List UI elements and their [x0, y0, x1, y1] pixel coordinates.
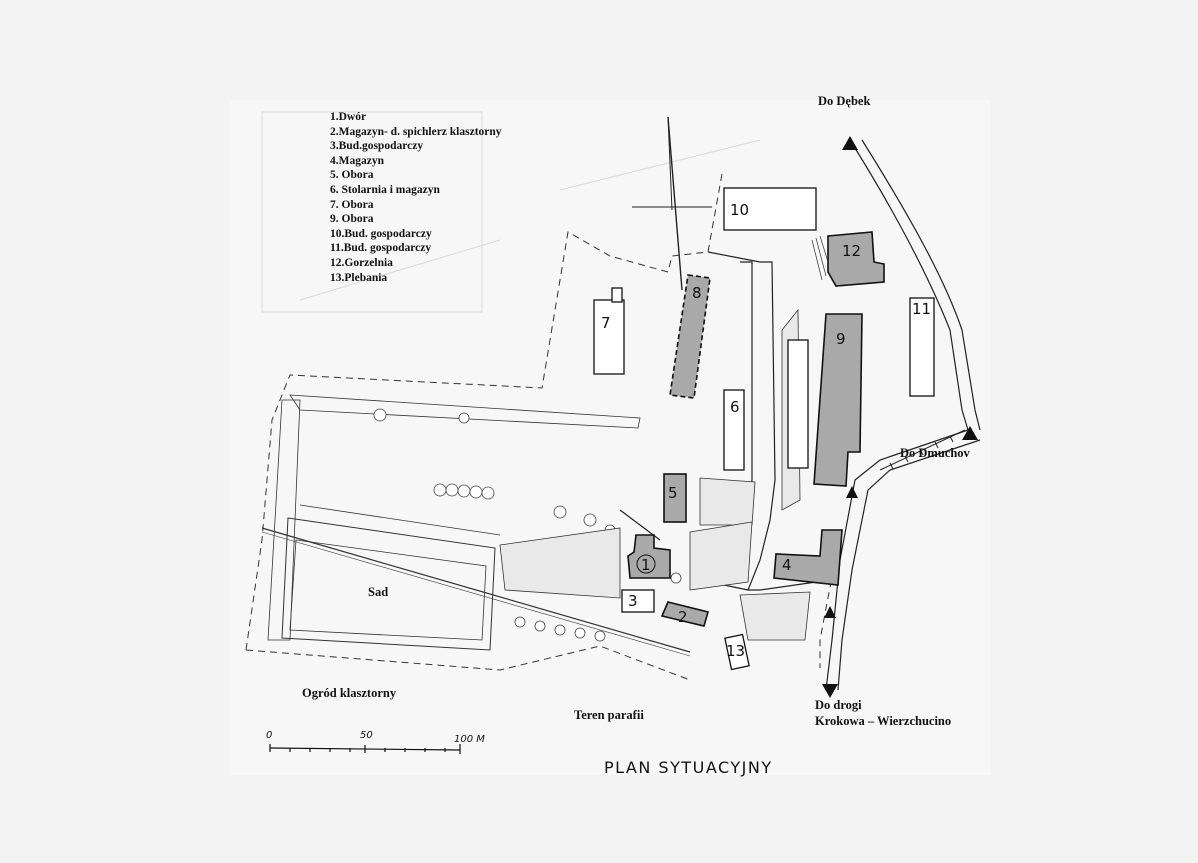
scale-label-100: 100 M [454, 734, 485, 745]
parish-grounds-label: Teren parafii [574, 708, 644, 722]
building-number-13: 13 [726, 642, 745, 660]
direction-east-label: Do Dmuchov [900, 446, 970, 460]
building-number-10: 10 [730, 201, 749, 219]
roads [619, 139, 981, 691]
scale-bar [269, 744, 461, 754]
building-4 [773, 529, 843, 586]
legend-item: 7. Obora [330, 198, 374, 211]
legend-item: 2.Magazyn- d. spichlerz klasztorny [330, 125, 502, 138]
buildings-plain [593, 187, 935, 671]
legend-item: 1.Dwór [330, 111, 367, 123]
building-number-2: 2 [678, 608, 688, 626]
building-number-9: 9 [836, 330, 846, 348]
legend-item: 5. Obora [330, 169, 374, 182]
legend-item: 3.Bud.gospodarczy [330, 140, 424, 153]
building-2 [660, 601, 709, 627]
building-number-3: 3 [628, 592, 638, 610]
legend-item: 11.Bud. gospodarczy [330, 242, 432, 255]
legend-item: 12.Gorzelnia [330, 256, 393, 269]
building-10 [723, 187, 817, 231]
building-1-marker [636, 554, 656, 574]
building-8 [669, 274, 711, 399]
direction-south-label-2: Krokowa – Wierzchucino [815, 714, 952, 728]
building-13 [724, 633, 750, 671]
building-number-7: 7 [601, 314, 611, 332]
track [879, 429, 966, 471]
legend-item: 9. Obora [330, 213, 374, 226]
direction-south-label-1: Do drogi [815, 698, 862, 712]
building-number-8: 8 [692, 284, 702, 302]
building-number-4: 4 [782, 556, 792, 574]
building-11 [909, 297, 935, 397]
direction-north-label: Do Dębek [818, 94, 871, 108]
ghost-marks [261, 111, 761, 313]
building-9-side [787, 339, 809, 469]
scale-label-50: 50 [360, 730, 373, 741]
building-3 [621, 589, 655, 613]
building-number-6: 6 [730, 398, 740, 416]
property-boundary [245, 173, 839, 681]
map-title: PLAN SYTUACYJNY [604, 758, 773, 777]
north-arrow [632, 116, 712, 291]
building-1 [627, 534, 671, 579]
orchard-area [261, 394, 691, 657]
stippled-areas [499, 308, 811, 641]
building-5 [663, 473, 687, 523]
building-number-1: 1 [641, 556, 651, 574]
building-9 [813, 313, 863, 487]
map-legend: 1.Dwór 2.Magazyn- d. spichlerz klasztorn… [330, 110, 590, 285]
road-arrows [822, 136, 978, 698]
building-number-11: 11 [912, 300, 931, 318]
legend-item: 4.Magazyn [330, 154, 384, 167]
building-12 [827, 231, 885, 287]
legend-item: 6. Stolarnia i magazyn [330, 183, 440, 196]
orchard-label: Sad [368, 585, 389, 599]
building-6 [723, 389, 745, 471]
scale-label-0: 0 [266, 730, 273, 741]
building-number-12: 12 [842, 242, 861, 260]
building-7 [593, 299, 625, 375]
building-12-hatch [811, 235, 829, 281]
buildings-historic [627, 231, 885, 627]
legend-item: 13.Plebania [330, 271, 388, 284]
building-number-5: 5 [668, 484, 678, 502]
building-7-annex [611, 287, 623, 303]
monastery-garden-label: Ogród klasztorny [302, 686, 397, 700]
legend-item: 10.Bud. gospodarczy [330, 227, 432, 240]
